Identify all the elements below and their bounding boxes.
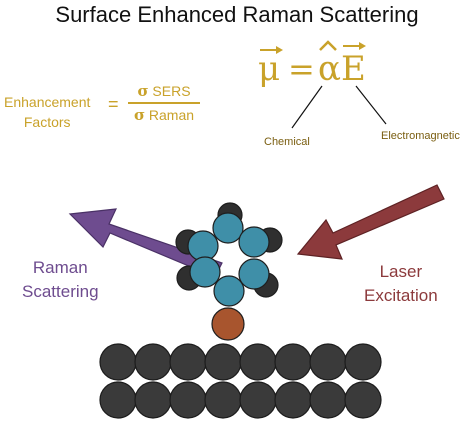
carbon-atom [238,258,270,290]
raman-scattering-label: Raman Scattering [22,256,99,304]
enhancement-equals: = [108,94,119,114]
equation-equals: = [288,50,315,88]
carbon-atom [212,212,244,244]
substrate-atom [204,343,242,381]
carbon-atom [187,230,219,262]
substrate-atom [239,381,277,419]
substrate-atom [309,381,347,419]
laser-label-line2: Excitation [364,286,438,305]
diagram-title: Surface Enhanced Raman Scattering [55,2,419,27]
fraction-numerator: σ SERS [128,82,200,100]
electromagnetic-label: Electromagnetic [381,130,460,142]
fraction-bar [128,102,200,104]
molecule [175,202,283,341]
denominator-text: Raman [148,106,195,123]
substrate-atom [344,343,382,381]
chemical-branch-line [291,85,323,129]
sigma-symbol-bottom: σ [133,105,146,124]
alpha-symbol: α [318,49,341,89]
substrate-atom [274,343,312,381]
metal-substrate [99,343,382,419]
enhancement-label-line2: Factors [23,114,71,130]
substrate-atom [99,343,137,381]
enhancement-fraction: σ SERS σ Raman [128,82,200,124]
substrate-atom [274,381,312,419]
numerator-text: SERS [152,83,191,99]
anchor-atom [211,307,245,341]
field-symbol: E [341,49,366,89]
sigma-symbol-top: σ [137,82,149,100]
substrate-atom [309,343,347,381]
substrate-atom [169,381,207,419]
mu-symbol: μ [258,49,280,89]
mu-vector-head [276,46,283,54]
chemical-label: Chemical [264,136,310,148]
carbon-atom [213,275,245,307]
raman-label-line2: Scattering [22,282,99,301]
raman-label-line1: Raman [32,258,88,277]
electromagnetic-branch-line [355,85,387,125]
field-vector-head [359,42,366,50]
substrate-atom [99,381,137,419]
dipole-equation: μ = α E [258,40,366,89]
enhancement-label-line1: Enhancement [4,94,91,110]
carbon-atom [238,226,270,258]
substrate-atom [344,381,382,419]
carbon-atom [189,256,221,288]
substrate-atom [239,343,277,381]
substrate-atom [169,343,207,381]
enhancement-factors-label: Enhancement Factors [4,92,90,132]
laser-excitation-arrow [296,184,445,260]
laser-label-line1: Laser [379,262,423,281]
substrate-atom [204,381,242,419]
laser-excitation-label: Laser Excitation [364,260,438,308]
alpha-hat [319,40,337,51]
substrate-atom [134,343,172,381]
substrate-atom [134,381,172,419]
fraction-denominator: σ Raman [128,106,200,124]
